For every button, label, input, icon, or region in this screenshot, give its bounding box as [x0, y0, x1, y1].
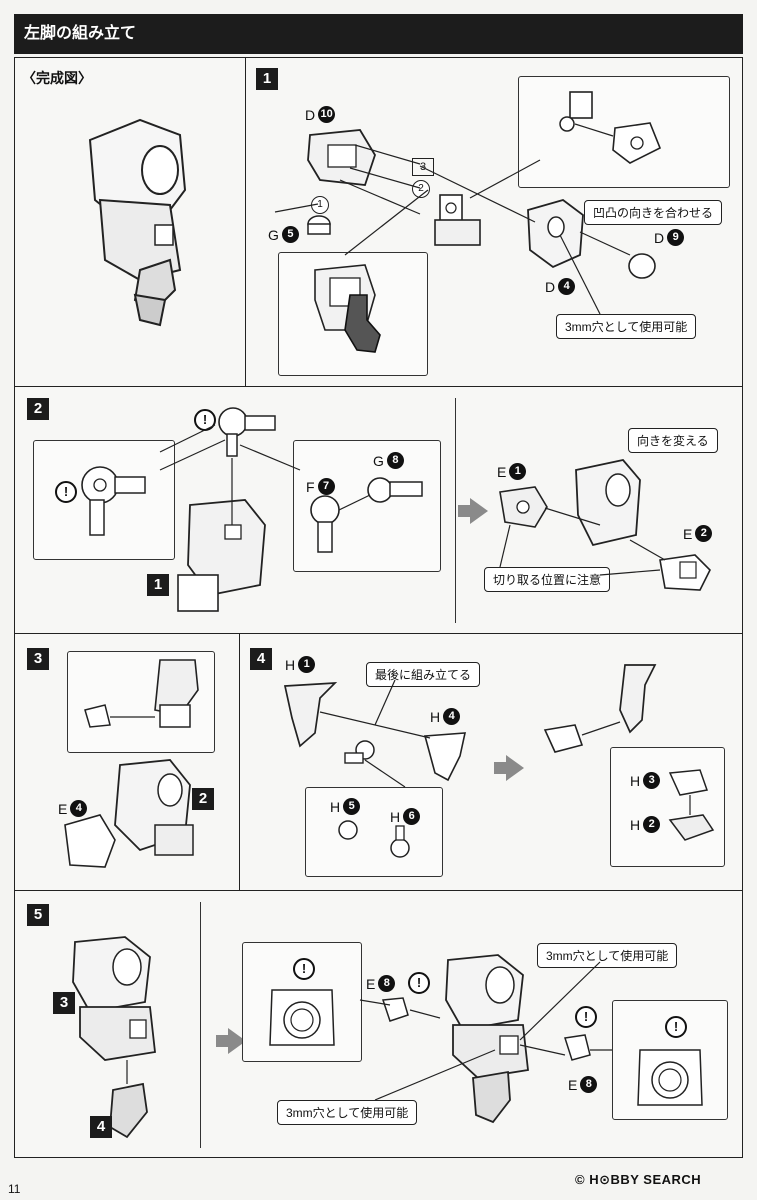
step-4-lines: [319, 679, 431, 788]
ref-step-1-badge: 1: [147, 574, 169, 596]
part-h4-illustration: [423, 732, 467, 782]
part-e3-e5-illustration: [559, 91, 662, 164]
step-3-assembly-illustration: [64, 759, 194, 868]
step-4-inset-h23: [610, 747, 725, 867]
caution-icon: !: [55, 481, 77, 503]
joint-closeup-illustration: [81, 466, 146, 536]
section-header: 左脚の組み立て: [14, 14, 743, 54]
ref-step-4-badge: 4: [90, 1116, 112, 1138]
cut-position-callout: 切り取る位置に注意: [484, 567, 611, 592]
step-2-flow-arrow: [458, 498, 488, 524]
step-5-divider: [200, 902, 201, 1148]
3mm-hole-callout-step1: 3mm穴として使用可能: [556, 314, 697, 339]
watermark-brand: © H⊙BBY SEARCH: [575, 1172, 702, 1187]
complete-leg-illustration: [88, 118, 187, 327]
part-h2-h3-illustration: [668, 769, 715, 841]
step-5-flow-arrow: [216, 1028, 246, 1054]
step-2-lines: [159, 424, 301, 525]
step-5-before-illustration: [72, 936, 156, 1139]
hole-closeup-right: [637, 1049, 703, 1106]
3mm-hole-callout-a: 3mm穴として使用可能: [537, 943, 678, 968]
page-number: 11: [8, 1182, 21, 1196]
step-3-number: 3: [27, 648, 49, 670]
step-4-number: 4: [250, 648, 272, 670]
cutaway-illustration: [314, 264, 381, 353]
step-5-number: 5: [27, 904, 49, 926]
change-direction-callout: 向きを変える: [628, 428, 718, 453]
hole-closeup-left: [269, 989, 335, 1046]
step-1-assembly-lines: [274, 144, 631, 315]
step-4-result-illustration: [543, 664, 657, 753]
step-2-number: 2: [27, 398, 49, 420]
caution-icon-3: !: [293, 958, 315, 980]
part-e2-illustration: [659, 554, 711, 591]
part-e8-illustration-a: [381, 997, 409, 1022]
part-e1-illustration: [499, 486, 548, 528]
step-2-divider: [455, 398, 456, 623]
ref-step-3-badge: 3: [53, 992, 75, 1014]
align-direction-callout: 凹凸の向きを合わせる: [584, 200, 723, 225]
thigh-part-illustration: [177, 499, 266, 612]
step-4-flow-arrow: [494, 755, 524, 781]
part-h1-illustration: [283, 682, 338, 748]
part-d10-illustration: [307, 129, 376, 186]
part-h-joint-illustration: [344, 740, 375, 764]
thigh-rotated-illustration: [575, 459, 641, 547]
caution-icon-4: !: [408, 972, 430, 994]
part-d9-illustration: [628, 253, 656, 279]
step-2b-lines: [499, 507, 666, 576]
complete-figure-title: 〈完成図〉: [22, 70, 92, 86]
caution-icon-5: !: [575, 1006, 597, 1028]
part-d4-illustration: [527, 199, 584, 269]
joint-part-illustration: [434, 194, 481, 246]
part-f7-g8-illustration: [310, 477, 423, 553]
part-h5-h6-illustration: [338, 820, 410, 858]
ball-joint-illustration: [218, 407, 276, 457]
step-1-number: 1: [256, 68, 278, 90]
part-g5-illustration: [307, 215, 331, 235]
ref-step-2-badge: 2: [192, 788, 214, 810]
part-e8-illustration-b: [564, 1034, 591, 1061]
step-3-inset-illustration: [84, 659, 199, 728]
sequence-2-marker: 2: [412, 180, 430, 198]
caution-icon-6: !: [665, 1016, 687, 1038]
step-4-inset-h56: [305, 787, 443, 877]
3mm-hole-callout-b: 3mm穴として使用可能: [277, 1100, 418, 1125]
assemble-last-callout: 最後に組み立てる: [366, 662, 481, 687]
